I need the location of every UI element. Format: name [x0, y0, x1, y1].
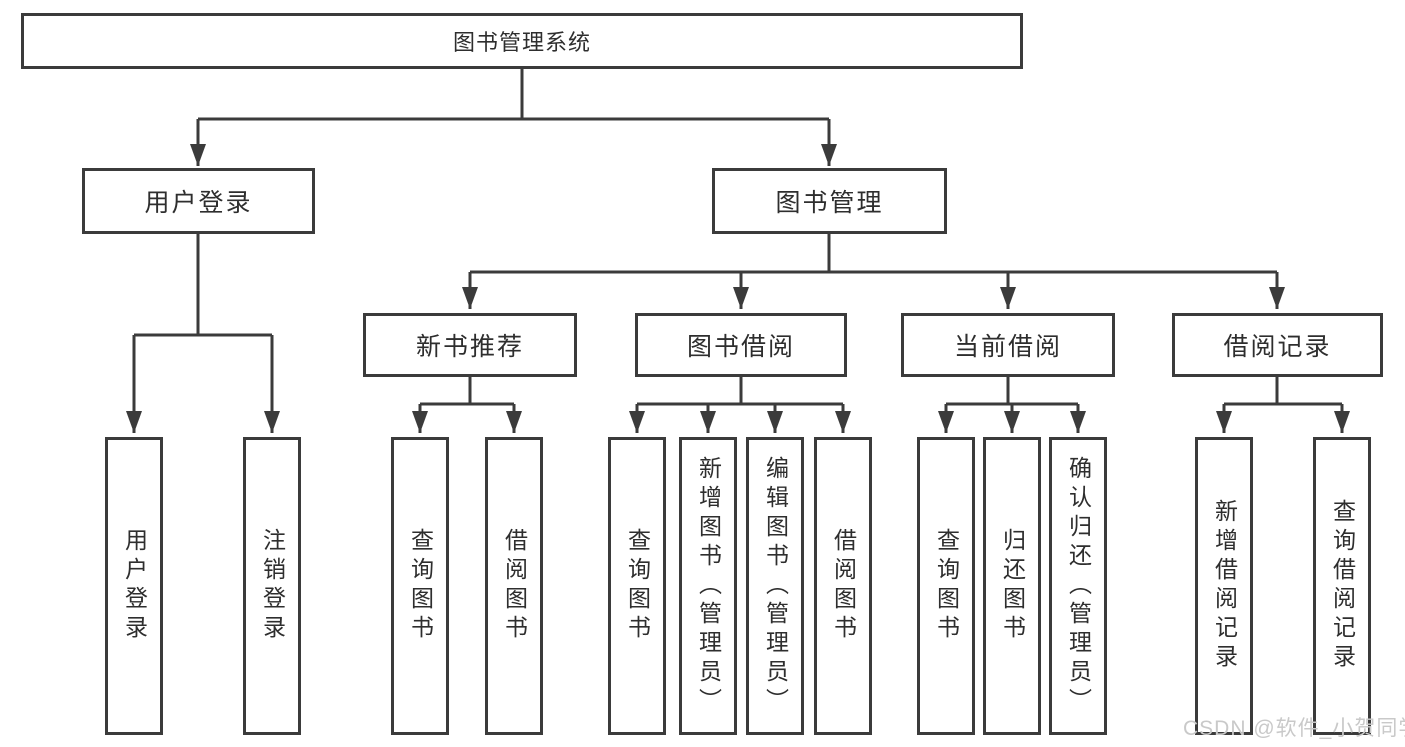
leaf-label: 归还图书: [999, 528, 1026, 644]
csdn-watermark: CSDN @软件_小贺同学: [1183, 717, 1405, 740]
node-label: 当前借阅: [953, 333, 1062, 361]
node-new-book-recommend: 新书推荐: [363, 313, 577, 377]
node-label: 新书推荐: [415, 333, 524, 361]
node-label: 用户登录: [144, 189, 253, 217]
leaf-query-books-borrow: 查询图书: [608, 437, 666, 735]
node-label: 图书管理: [775, 189, 884, 217]
leaf-add-books-admin: 新增图书（管理员）: [679, 437, 737, 735]
leaf-label: 确认归还（管理员）: [1065, 455, 1092, 717]
leaf-label: 查询图书: [407, 528, 434, 644]
node-label: 图书借阅: [686, 333, 795, 361]
leaf-query-borrow-record: 查询借阅记录: [1313, 437, 1371, 735]
node-root-library-system: 图书管理系统: [21, 13, 1023, 69]
node-current-borrow: 当前借阅: [901, 313, 1115, 377]
leaf-add-borrow-record: 新增借阅记录: [1195, 437, 1253, 735]
leaf-label: 查询借阅记录: [1329, 499, 1356, 673]
leaf-label: 编辑图书（管理员）: [762, 455, 789, 717]
leaf-query-books-recommend: 查询图书: [391, 437, 449, 735]
node-user-login: 用户登录: [82, 168, 315, 234]
leaf-borrow-books-recommend: 借阅图书: [485, 437, 543, 735]
leaf-label: 借阅图书: [830, 528, 857, 644]
node-borrow-records: 借阅记录: [1172, 313, 1383, 377]
node-book-management: 图书管理: [712, 168, 947, 234]
leaf-label: 借阅图书: [501, 528, 528, 644]
leaf-logout: 注销登录: [243, 437, 301, 735]
leaf-label: 查询图书: [624, 528, 651, 644]
leaf-edit-books-admin: 编辑图书（管理员）: [746, 437, 804, 735]
leaf-label: 用户登录: [121, 528, 148, 644]
leaf-borrow-books: 借阅图书: [814, 437, 872, 735]
node-book-borrow: 图书借阅: [635, 313, 847, 377]
leaf-query-books-current: 查询图书: [917, 437, 975, 735]
leaf-confirm-return-admin: 确认归还（管理员）: [1049, 437, 1107, 735]
leaf-return-books: 归还图书: [983, 437, 1041, 735]
leaf-label: 新增图书（管理员）: [695, 455, 722, 717]
leaf-label: 查询图书: [933, 528, 960, 644]
node-label: 借阅记录: [1223, 333, 1332, 361]
leaf-label: 新增借阅记录: [1211, 499, 1238, 673]
leaf-user-login: 用户登录: [105, 437, 163, 735]
node-label: 图书管理系统: [452, 30, 591, 55]
leaf-label: 注销登录: [259, 528, 286, 644]
